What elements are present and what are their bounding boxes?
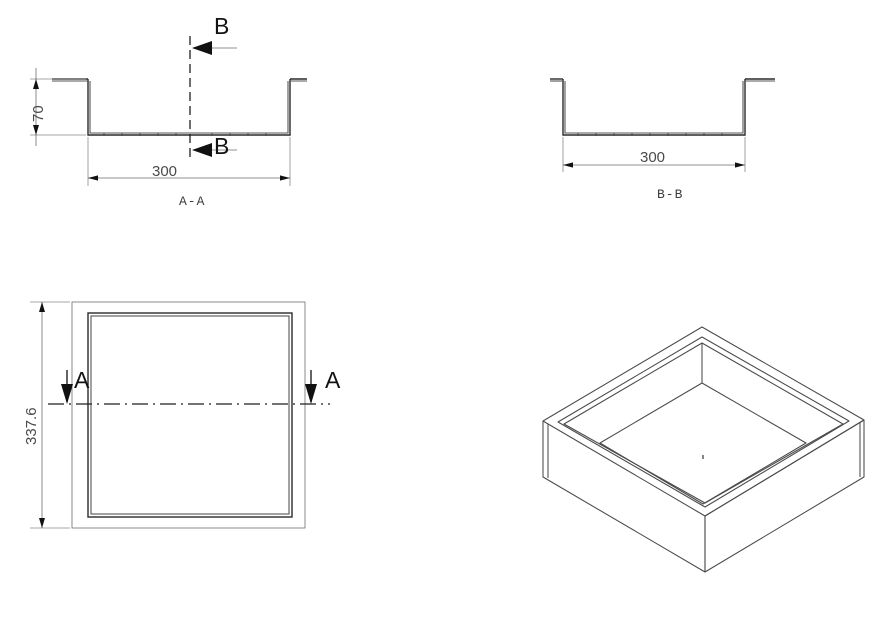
dimension-height-70 [30,68,86,146]
bb-bottom-hatch-ticks [577,133,723,136]
iso-flange-top-face [542,326,865,517]
dim-arrow-left [88,175,98,181]
view-isometric [542,326,865,573]
view-section-bb [550,78,775,172]
section-arrow-b-top [192,41,237,55]
plan-inner-rect-offset [90,315,290,515]
iso-cavity-floor [599,382,807,505]
dim-arrow-down [33,79,39,89]
plan-inner-rect [87,312,293,518]
bb-dim-arrow-left [563,162,573,168]
section-arrow-a-right [305,370,317,404]
section-arrow-b-bottom [192,143,237,157]
dimension-width-300-aa [87,137,291,186]
plan-dim-arrow-down [39,302,45,312]
iso-thickness-hints [547,423,861,478]
bottom-hatch-ticks [103,133,267,136]
channel-inner-offset [89,81,289,134]
view-section-aa [30,36,307,186]
section-bb-profile [550,78,775,136]
dimension-width-300-bb [562,137,746,172]
plan-outer-rect [71,301,306,529]
view-plan [30,301,330,529]
bb-channel-outline [562,79,746,136]
section-arrow-a-left [61,370,73,404]
section-aa-profile [52,78,307,136]
dim-arrow-right [280,175,290,181]
dim-arrow-up [33,125,39,135]
plan-dim-arrow-up [39,518,45,528]
channel-outline [87,79,291,136]
bb-channel-inner-offset [564,81,744,134]
iso-rim-inner-edge [563,342,844,504]
dimension-height-337 [30,301,70,529]
bb-dim-arrow-right [735,162,745,168]
iso-rim-outer-edge [557,336,850,508]
